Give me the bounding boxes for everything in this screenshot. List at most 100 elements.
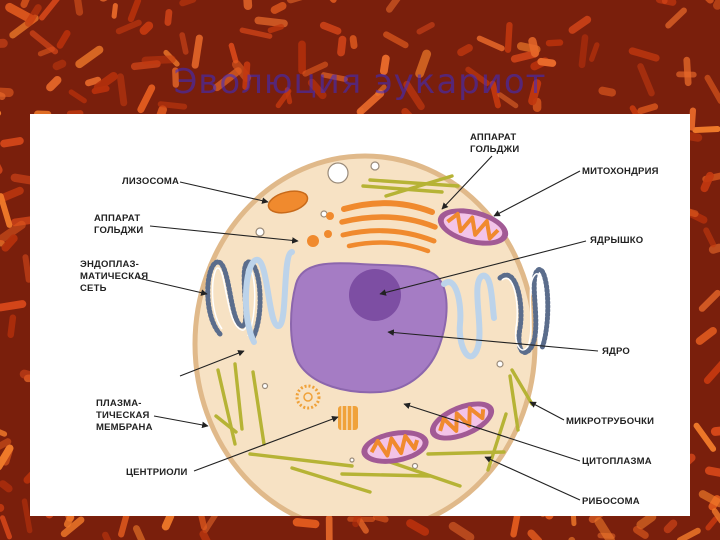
bacterium-shape [636, 512, 657, 530]
bacterium-shape [0, 426, 8, 437]
bacterium-shape [242, 61, 251, 90]
bacterium-shape [115, 19, 142, 35]
bacterium-shape [102, 531, 117, 540]
bacterium-shape [347, 516, 376, 522]
label-cytoplasm: ЦИТОПЛАЗМА [582, 456, 652, 467]
bacterium-shape [356, 89, 385, 116]
label-membrane-3: МЕМБРАНА [96, 422, 153, 433]
bacterium-shape [504, 21, 513, 53]
golgi-apparatus [339, 200, 438, 254]
bacterium-shape [704, 74, 720, 104]
bacterium-shape [375, 84, 387, 97]
bacterium-shape [489, 80, 501, 109]
label-nucleolus: ЯДРЫШКО [590, 235, 643, 246]
leader-arrows [137, 155, 599, 501]
bacterium-shape [239, 27, 273, 39]
lysosome [267, 190, 309, 214]
bacterium-shape [545, 39, 564, 47]
microtubules [214, 174, 534, 494]
label-golgi-left-1: АППАРАТ [94, 213, 140, 224]
bacterium-shape [72, 0, 84, 16]
bacterium-shape [711, 508, 720, 524]
bacterium-shape [56, 29, 71, 49]
label-er-3: СЕТЬ [80, 283, 107, 294]
bacterium-shape [448, 521, 475, 540]
bacterium-shape [692, 126, 720, 134]
bacterium-shape [0, 444, 14, 471]
bacterium-shape [21, 498, 33, 534]
bacterium-shape [528, 37, 540, 58]
bacterium-shape [698, 289, 720, 312]
bacterium-shape [39, 0, 62, 21]
bacterium-shape [199, 530, 217, 540]
bacterium-shape [379, 54, 390, 75]
bacterium-shape [527, 529, 543, 540]
bacterium-shape [46, 75, 62, 92]
bacterium-shape [703, 227, 717, 248]
bacterium-shape [403, 80, 425, 111]
bacterium-shape [22, 254, 32, 283]
bacterium-shape [284, 87, 293, 105]
bacterium-shape [528, 79, 542, 106]
bacterium-shape [141, 55, 176, 65]
bacterium-shape [63, 513, 75, 528]
label-golgi-top-1: АППАРАТ [470, 132, 516, 143]
centriole-2 [338, 406, 358, 430]
bacterium-shape [594, 517, 615, 540]
bacterium-shape [242, 0, 253, 11]
bacterium-shape [132, 525, 149, 540]
bacterium-shape [0, 515, 12, 540]
bacterium-shape [337, 35, 347, 57]
bacterium-shape [0, 38, 8, 49]
bacterium-shape [321, 72, 348, 82]
centriole-1 [295, 384, 321, 410]
rough-er-left [205, 259, 263, 343]
label-mitochondria: МИТОХОНДРИЯ [582, 166, 659, 177]
bacterium-shape [457, 44, 473, 57]
cell-diagram: АППАРАТ ГОЛЬДЖИ МИТОХОНДРИЯ ЛИЗОСОМА АПП… [80, 132, 659, 516]
bacterium-shape [385, 0, 408, 13]
label-er-2: МАТИЧЕСКАЯ [80, 271, 148, 282]
bacterium-shape [325, 514, 333, 540]
bacterium-shape [52, 59, 67, 71]
smooth-er-left [243, 249, 295, 345]
bacterium-shape [0, 480, 13, 493]
bacterium-shape [465, 66, 490, 86]
rough-er-right [497, 267, 551, 355]
bacterium-shape [0, 438, 12, 455]
bacterium-shape [302, 61, 329, 77]
bacterium-shape [111, 3, 118, 19]
bacterium-shape [710, 425, 720, 436]
bacterium-shape [705, 516, 719, 531]
bacterium-shape [713, 0, 720, 10]
bacterium-shape [307, 78, 327, 100]
mitochondrion-top [437, 208, 509, 246]
bacterium-shape [693, 422, 717, 452]
label-microtubules: МИКРОТРУБОЧКИ [566, 416, 654, 427]
bacterium-shape [663, 519, 678, 534]
bacterium-shape [164, 8, 173, 26]
bacterium-shape [179, 0, 197, 7]
label-lysosome: ЛИЗОСОМА [122, 176, 179, 187]
label-ribosome: РИБОСОМА [582, 496, 640, 507]
label-er-1: ЭНДОПЛАЗ- [80, 259, 139, 270]
bacterium-shape [628, 47, 660, 62]
bacterium-shape [20, 0, 34, 9]
bacterium-shape [213, 67, 242, 92]
bacterium-shape [157, 101, 188, 110]
bacterium-shape [127, 0, 142, 23]
smooth-er-right [441, 272, 497, 360]
bacterium-shape [292, 518, 320, 529]
bacterium-shape [191, 34, 203, 69]
bacterium-shape [416, 22, 435, 35]
bacterium-shape [698, 490, 720, 508]
bacterium-shape [85, 76, 102, 87]
bacterium-shape [676, 527, 701, 540]
label-centrioles: ЦЕНТРИОЛИ [126, 467, 188, 478]
bacterium-shape [93, 71, 118, 92]
label-membrane-1: ПЛАЗМА- [96, 398, 142, 409]
bacterium-shape [267, 23, 285, 34]
bacterium-shape [578, 34, 589, 69]
bacterium-shape [179, 32, 189, 55]
bacterium-shape [0, 193, 13, 228]
